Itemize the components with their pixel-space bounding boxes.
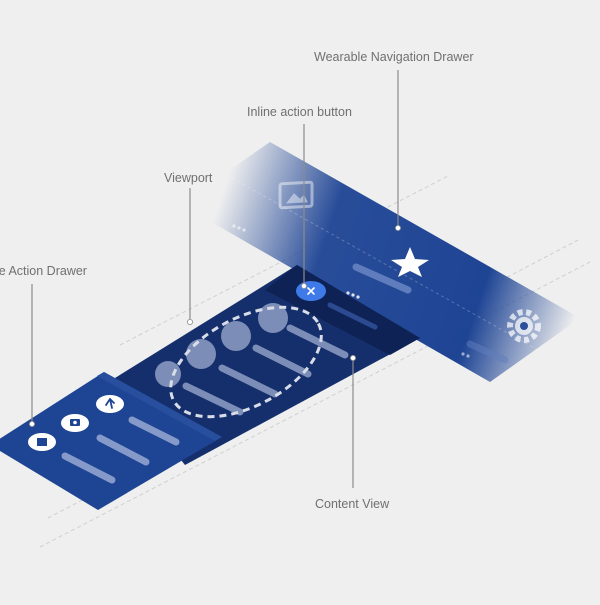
camera-icon (61, 414, 89, 432)
image-icon (278, 180, 314, 210)
star-icon (391, 247, 429, 277)
leader-dots (28, 224, 401, 427)
label-wearable-action-drawer: ble Action Drawer (0, 264, 87, 278)
leader-lines (31, 70, 399, 488)
label-viewport: Viewport (164, 171, 213, 185)
gear-icon (507, 309, 541, 343)
label-wearable-navigation-drawer: Wearable Navigation Drawer (314, 50, 474, 64)
content-view[interactable] (115, 265, 420, 465)
viewport-ring (169, 305, 323, 419)
note-icon (28, 433, 56, 451)
close-icon (307, 287, 315, 295)
label-inline-action-button: Inline action button (247, 105, 352, 119)
label-content-view: Content View (315, 497, 390, 511)
action-drawer[interactable] (0, 372, 222, 510)
navigation-drawer[interactable] (180, 142, 580, 382)
reply-icon (96, 395, 124, 413)
